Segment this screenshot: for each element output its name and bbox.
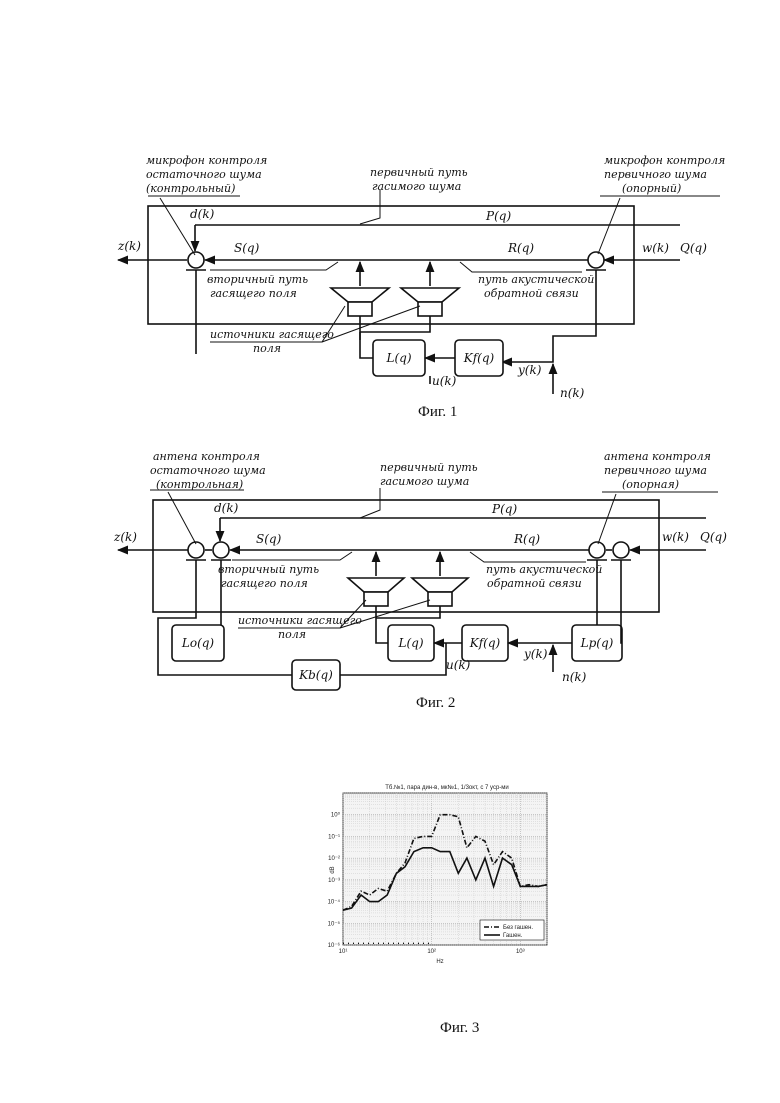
- fig1-L-output: [360, 332, 373, 358]
- fig2-label-primary-1: первичный путь: [380, 461, 478, 474]
- fig1-var-y: y(k): [517, 363, 542, 377]
- fig1-var-z: z(k): [117, 239, 141, 253]
- fig3-y-tick-label: 10⁻²: [328, 856, 340, 862]
- fig2-label-ant-primary-1: антена контроля: [604, 450, 711, 463]
- fig1-var-d: d(k): [190, 207, 215, 221]
- fig2-label-ant-residual-1: антена контроля: [153, 450, 260, 463]
- fig1-var-S: S(q): [234, 241, 260, 255]
- fig1-reference-mic-junction: [588, 252, 604, 268]
- fig2-var-d: d(k): [214, 501, 239, 515]
- fig1-label-mic-residual-1: микрофон контроля: [146, 154, 267, 167]
- fig2-block-L-label: L(q): [397, 636, 423, 650]
- fig1-var-w: w(k): [642, 241, 669, 255]
- fig3-x-tick-label: 10¹: [339, 949, 348, 955]
- fig2-reference-junction: [613, 542, 629, 558]
- fig1-speaker-right: [401, 262, 459, 316]
- fig2-var-z: z(k): [113, 530, 137, 544]
- figure-3-chart: Тб.№1, пара дин-в, мк№1, 1/3окт, с 7 уср…: [328, 784, 547, 1036]
- fig3-y-tick-label: 10⁻⁴: [328, 899, 341, 906]
- fig3-y-tick-label: 10⁰: [331, 812, 341, 819]
- fig1-label-sources-1: источники гасящего: [210, 328, 334, 341]
- fig1-leader-acoustic: [460, 262, 582, 272]
- fig2-leader-refant-diag: [598, 494, 616, 544]
- fig1-label-primary-2: гасимого шума: [372, 180, 461, 193]
- fig1-label-mic-primary-3: (опорный): [622, 182, 681, 195]
- fig3-y-tick-label: 10⁻³: [328, 878, 340, 884]
- fig2-var-P: P(q): [491, 502, 517, 516]
- fig2-var-w: w(k): [662, 530, 689, 544]
- fig3-y-tick-label: 10⁻⁵: [328, 920, 341, 927]
- fig3-y-tick-label: 10⁻¹: [328, 834, 340, 840]
- fig2-residual-antenna: [188, 542, 204, 558]
- fig3-caption: Фиг. 3: [440, 1020, 479, 1036]
- fig2-var-R: R(q): [513, 532, 540, 546]
- fig1-label-mic-residual-2: остаточного шума: [146, 168, 262, 181]
- fig2-leader-primary: [360, 488, 380, 518]
- fig1-label-mic-residual-3: (контрольный): [146, 182, 235, 195]
- fig2-label-ant-primary-2: первичного шума: [604, 464, 707, 477]
- fig1-speaker-left: [331, 262, 389, 316]
- fig2-var-y: y(k): [523, 647, 548, 661]
- fig2-caption: Фиг. 2: [416, 695, 455, 711]
- fig2-label-primary-2: гасимого шума: [380, 475, 469, 488]
- fig2-label-ant-residual-2: остаточного шума: [150, 464, 266, 477]
- fig1-var-Q: Q(q): [680, 241, 707, 255]
- fig1-caption: Фиг. 1: [418, 404, 457, 420]
- fig2-label-acoustic-2: обратной связи: [487, 577, 582, 590]
- fig1-var-u: u(k): [432, 374, 457, 388]
- figure-1-block-diagram: L(q) Kf(q) микрофон контроля оста: [117, 154, 725, 420]
- fig1-var-n: n(k): [560, 386, 585, 400]
- fig2-label-acoustic-1: путь акустической: [486, 563, 602, 576]
- fig2-label-sources-2: поля: [278, 628, 306, 641]
- fig1-boundary-frame: [148, 206, 634, 324]
- fig1-label-mic-primary-2: первичного шума: [604, 168, 707, 181]
- fig2-reference-antenna: [589, 542, 605, 558]
- fig2-leader-acoustic: [470, 552, 586, 562]
- fig1-leader-primary: [360, 190, 380, 224]
- fig3-x-tick-label: 10²: [427, 949, 436, 955]
- fig2-label-secondary-1: вторичный путь: [218, 563, 319, 576]
- fig2-block-Lp-label: Lp(q): [580, 636, 614, 650]
- fig1-leader-secondary: [210, 262, 338, 270]
- fig3-y-axis-label: dB: [330, 866, 336, 873]
- fig2-label-ant-residual-3: (контрольная): [156, 478, 243, 491]
- fig3-y-tick-label: 10⁻⁶: [328, 942, 341, 949]
- fig2-boundary-frame: [153, 500, 659, 612]
- fig2-block-Kf-label: Kf(q): [469, 636, 501, 650]
- fig1-label-secondary-1: вторичный путь: [207, 273, 308, 286]
- fig1-label-acoustic-1: путь акустической: [478, 273, 594, 286]
- fig1-var-P: P(q): [485, 209, 511, 223]
- fig2-block-Kb-label: Kb(q): [298, 668, 333, 682]
- fig2-block-Lo-label: Lo(q): [181, 636, 215, 650]
- fig1-label-sources-2: поля: [253, 342, 281, 355]
- fig3-x-tick-label: 10³: [516, 949, 525, 955]
- fig1-label-acoustic-2: обратной связи: [484, 287, 579, 300]
- fig3-x-axis-label: Hz: [436, 959, 443, 965]
- fig2-var-S: S(q): [256, 532, 282, 546]
- fig1-var-R: R(q): [507, 241, 534, 255]
- fig2-speaker-right: [412, 552, 468, 606]
- fig1-label-secondary-2: гасящего поля: [210, 287, 297, 300]
- fig2-label-sources-1: источники гасящего: [238, 614, 362, 627]
- fig1-label-mic-primary-1: микрофон контроля: [604, 154, 725, 167]
- fig3-legend: Без гашен. Гашен.: [480, 920, 544, 940]
- fig2-label-secondary-2: гасящего поля: [221, 577, 308, 590]
- fig2-var-u: u(k): [446, 658, 471, 672]
- fig2-var-n: n(k): [562, 670, 587, 684]
- fig2-leader-secondary: [232, 552, 352, 560]
- figure-2-block-diagram: Lo(q) L(q) Kf(q) Lp(q) Kb(q): [113, 450, 727, 711]
- fig1-residual-mic-junction: [188, 252, 204, 268]
- fig1-block-L-label: L(q): [385, 351, 411, 365]
- fig1-label-primary-1: первичный путь: [370, 166, 468, 179]
- fig2-speaker-left: [348, 552, 404, 606]
- fig3-chart-title: Тб.№1, пара дин-в, мк№1, 1/3окт, с 7 уср…: [385, 784, 509, 791]
- fig1-block-Kf-label: Kf(q): [463, 351, 495, 365]
- fig3-legend-label-1: Без гашен.: [503, 925, 533, 931]
- fig2-var-Q: Q(q): [700, 530, 727, 544]
- fig3-legend-label-2: Гашен.: [503, 933, 523, 939]
- fig2-residual-junction: [213, 542, 229, 558]
- fig2-label-ant-primary-3: (опорная): [622, 478, 679, 491]
